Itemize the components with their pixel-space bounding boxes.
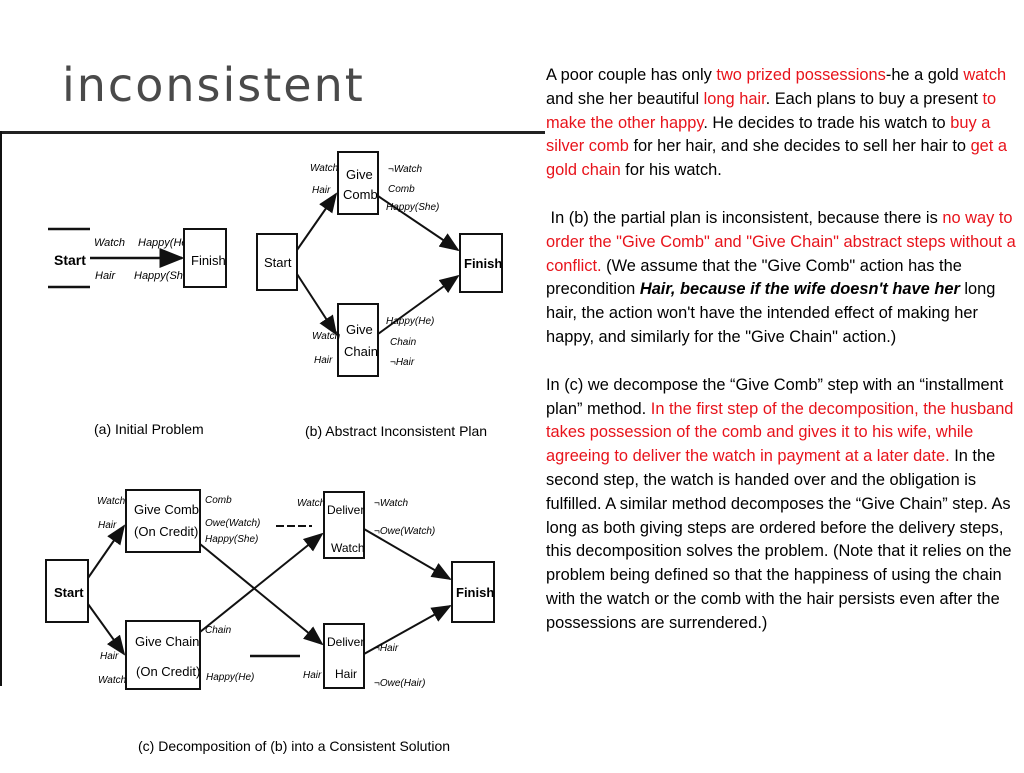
explanation-text: A poor couple has only two prized posses… bbox=[546, 64, 1018, 660]
c-dh-eff-2: ¬Owe(Hair) bbox=[374, 678, 425, 689]
text-run: to make the other happy bbox=[546, 89, 997, 132]
text-run: . Each plans to buy a present bbox=[765, 89, 983, 108]
text-run: . He decides to trade his watch to bbox=[703, 113, 951, 132]
title-underline bbox=[0, 131, 545, 134]
b-chain-eff-2: Chain bbox=[390, 337, 417, 348]
b-comb-eff-2: Comb bbox=[388, 184, 415, 195]
b-comb-pre-watch: Watch bbox=[310, 163, 339, 174]
text-run: A poor couple has only bbox=[546, 66, 717, 84]
c-dw-eff-2: ¬Owe(Watch) bbox=[374, 526, 435, 537]
text-run: get a gold chain bbox=[546, 137, 1008, 180]
a-goal-happy-she: Happy(She) bbox=[134, 270, 193, 282]
text-run: long hair bbox=[703, 89, 766, 108]
figure-left-border bbox=[0, 131, 2, 686]
text-run: long hair, the action won't have the int… bbox=[546, 280, 996, 346]
b-comb-eff-1: ¬Watch bbox=[388, 164, 422, 175]
text-run: no way to order the "Give Comb" and "Giv… bbox=[546, 208, 1016, 275]
c-dw-eff-1: ¬Watch bbox=[374, 498, 408, 509]
c-chain-line2: (On Credit) bbox=[136, 664, 200, 679]
paragraph-intro: A poor couple has only two prized posses… bbox=[546, 64, 1018, 183]
a-finish-label: Finish bbox=[191, 253, 226, 268]
paragraph-inconsistent-plan: In (b) the partial plan is inconsistent,… bbox=[546, 207, 1018, 350]
text-run: two prized possessions bbox=[716, 66, 886, 84]
c-caption: (c) Decomposition of (b) into a Consiste… bbox=[138, 738, 450, 754]
b-caption: (b) Abstract Inconsistent Plan bbox=[305, 423, 487, 439]
text-run: In (b) the partial plan is inconsistent,… bbox=[546, 208, 943, 227]
c-dw-pre: Watch bbox=[297, 498, 326, 509]
c-chain-pre-hair: Hair bbox=[100, 651, 119, 662]
b-chain-pre-watch: Watch bbox=[312, 331, 341, 342]
b-comb-line1: Give bbox=[346, 167, 373, 182]
paragraph-decomposition: In (c) we decompose the “Give Comb” step… bbox=[546, 374, 1018, 636]
text-run: Hair, because if the wife doesn't have h… bbox=[639, 280, 960, 299]
text-run: and she her beautiful bbox=[546, 89, 704, 108]
a-start-label: Start bbox=[54, 252, 86, 268]
slide-title: inconsistent bbox=[62, 58, 365, 112]
b-chain-eff-3: ¬Hair bbox=[390, 357, 415, 368]
b-chain-pre-hair: Hair bbox=[314, 355, 333, 366]
c-comb-eff-3: Happy(She) bbox=[205, 534, 258, 545]
c-chain-eff-2: Happy(He) bbox=[206, 672, 254, 683]
c-comb-line1: Give Comb bbox=[134, 502, 199, 517]
a-pre-watch: Watch bbox=[94, 237, 125, 249]
b-chain-eff-1: Happy(He) bbox=[386, 316, 434, 327]
c-comb-pre-watch: Watch bbox=[97, 496, 126, 507]
text-run: -he a gold bbox=[885, 66, 964, 84]
c-comb-line2: (On Credit) bbox=[134, 524, 198, 539]
diagram-b: Start Give Comb Give Chain Finish Watch … bbox=[256, 151, 503, 439]
text-run: In the second step, the watch is handed … bbox=[546, 447, 1012, 632]
planning-diagram: Start Watch Hair Happy(He) Happy(She) Fi… bbox=[2, 134, 542, 768]
text-run: for her hair, and she decides to sell he… bbox=[628, 137, 971, 156]
b-start-label: Start bbox=[264, 255, 292, 270]
c-dh-pre: Hair bbox=[303, 670, 322, 681]
text-run: In the first step of the decomposition, … bbox=[546, 399, 1014, 466]
b-chain-line2: Chain bbox=[344, 344, 378, 359]
b-comb-eff-3: Happy(She) bbox=[386, 202, 439, 213]
diagram-a: Start Watch Hair Happy(He) Happy(She) Fi… bbox=[48, 227, 227, 437]
a-caption: (a) Initial Problem bbox=[94, 421, 204, 437]
c-dw-line2: Watch bbox=[331, 541, 365, 555]
c-dh-line2: Hair bbox=[335, 667, 357, 681]
diagram-c: Start Give Comb (On Credit) Give Chain (… bbox=[45, 489, 495, 754]
text-run: (We assume that the "Give Comb" action h… bbox=[546, 256, 962, 299]
b-comb-pre-hair: Hair bbox=[312, 185, 331, 196]
c-finish-label: Finish bbox=[456, 585, 494, 600]
c-comb-pre-hair: Hair bbox=[98, 520, 117, 531]
c-chain-line1: Give Chain bbox=[135, 634, 199, 649]
b-finish-label: Finish bbox=[464, 256, 502, 271]
text-run: watch bbox=[963, 66, 1007, 84]
c-comb-eff-2: Owe(Watch) bbox=[205, 518, 260, 529]
text-run: for his watch. bbox=[620, 161, 722, 180]
text-run: In (c) we decompose the “Give Comb” step… bbox=[546, 375, 1004, 418]
c-dh-eff-1: ¬Hair bbox=[374, 643, 399, 654]
a-goal-happy-he: Happy(He) bbox=[138, 237, 192, 249]
c-start-label: Start bbox=[54, 585, 84, 600]
c-comb-eff-1: Comb bbox=[205, 495, 232, 506]
b-comb-line2: Comb bbox=[343, 187, 378, 202]
c-chain-pre-watch: Watch bbox=[98, 675, 127, 686]
b-chain-line1: Give bbox=[346, 322, 373, 337]
text-run: buy a silver comb bbox=[546, 113, 991, 156]
c-chain-eff-1: Chain bbox=[205, 625, 232, 636]
c-dh-line1: Deliver bbox=[327, 635, 364, 649]
c-dw-line1: Deliver bbox=[327, 503, 364, 517]
a-pre-hair: Hair bbox=[95, 270, 117, 282]
